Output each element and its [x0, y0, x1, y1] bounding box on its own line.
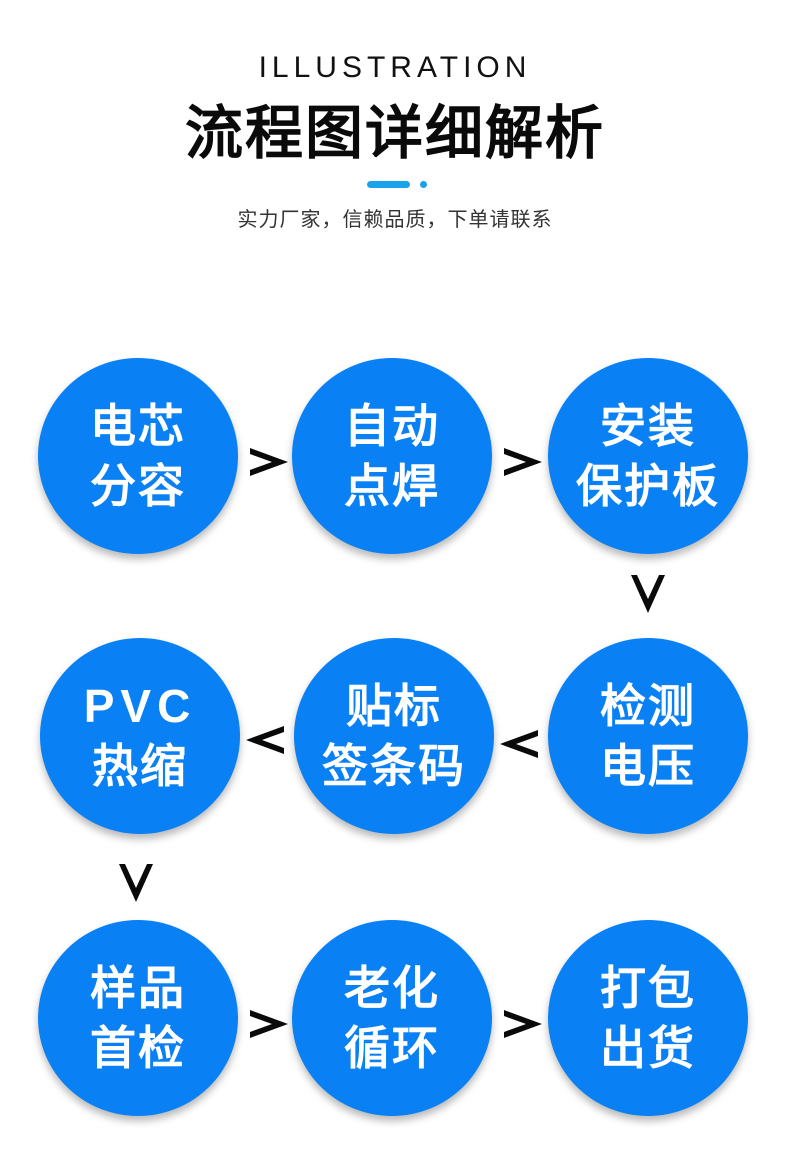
- step-label-line2: 循环: [344, 1021, 440, 1075]
- arrow-right-icon: [502, 1004, 542, 1044]
- accent-bar: [367, 181, 410, 188]
- step-label-line1: 样品: [90, 961, 186, 1015]
- arrow-left-icon: [500, 724, 540, 764]
- eyebrow-label: ILLUSTRATION: [258, 51, 532, 84]
- arrow-right-icon: [248, 1004, 288, 1044]
- arrow-left-icon: [246, 720, 286, 760]
- step-label-line2: 签条码: [322, 739, 466, 793]
- step-first-sample-inspection: 样品 首检: [38, 920, 238, 1116]
- step-label-line2: 出货: [600, 1021, 696, 1075]
- arrow-right-icon: [502, 442, 542, 482]
- step-label-line1: 安装: [600, 399, 696, 453]
- step-label-line1: 自动: [344, 399, 440, 453]
- step-barcode-labeling: 贴标 签条码: [294, 638, 494, 834]
- step-label-line1: 电芯: [90, 399, 186, 453]
- step-label-line2: 电压: [600, 739, 696, 793]
- step-pack-ship: 打包 出货: [548, 920, 748, 1116]
- step-install-protection-board: 安装 保护板: [548, 358, 748, 554]
- step-label-line2: 热缩: [92, 739, 188, 793]
- page-subtitle: 实力厂家，信赖品质，下单请联系: [237, 207, 553, 231]
- accent-dot: [420, 181, 427, 188]
- step-label-line1: PVC: [83, 680, 197, 732]
- step-label-line1: 检测: [600, 679, 696, 733]
- page-title: 流程图详细解析: [184, 99, 605, 167]
- step-label-line2: 点焊: [344, 459, 440, 513]
- step-aging-cycle: 老化 循环: [292, 920, 492, 1116]
- step-label-line1: 老化: [344, 961, 440, 1015]
- step-label-line1: 打包: [600, 961, 696, 1015]
- arrow-down-icon: [116, 862, 156, 902]
- step-auto-spot-welding: 自动 点焊: [292, 358, 492, 554]
- step-label-line1: 贴标: [346, 679, 442, 733]
- step-cell-grading: 电芯 分容: [38, 358, 238, 554]
- step-label-line2: 分容: [90, 459, 186, 513]
- arrow-right-icon: [248, 442, 288, 482]
- step-label-line2: 保护板: [576, 459, 720, 513]
- step-label-line2: 首检: [90, 1021, 186, 1075]
- arrow-down-icon: [628, 573, 668, 613]
- step-pvc-heat-shrink: PVC 热缩: [40, 638, 240, 834]
- step-voltage-test: 检测 电压: [548, 638, 748, 834]
